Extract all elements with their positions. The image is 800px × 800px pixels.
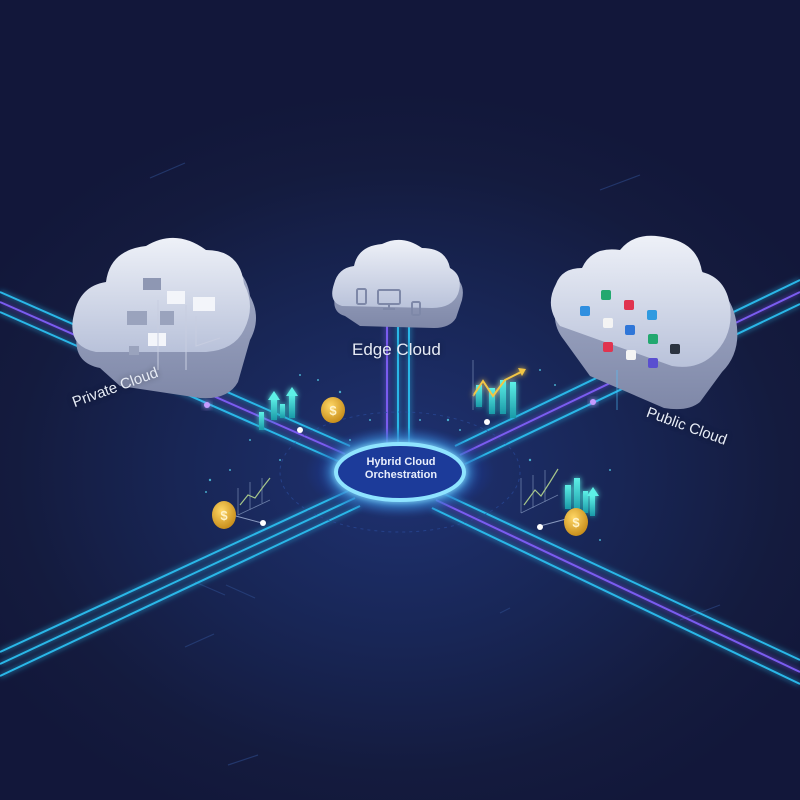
node-dot xyxy=(297,427,303,433)
edge-cloud-shape[interactable] xyxy=(332,239,463,328)
bar-line-chart-icon xyxy=(472,368,526,418)
node-dot xyxy=(204,402,210,408)
orchestration-hub[interactable] xyxy=(279,411,521,533)
particles xyxy=(205,369,611,541)
server-blocks-icon xyxy=(127,278,221,370)
hub-label-line2: Orchestration xyxy=(364,469,438,481)
edge-cloud-label: Edge Cloud xyxy=(352,340,441,359)
svg-text:$: $ xyxy=(329,403,337,418)
line-chart-icon xyxy=(237,477,271,516)
node-dot xyxy=(484,419,490,425)
connector-line xyxy=(231,514,263,524)
dollar-coin-icon: $ xyxy=(212,501,236,529)
dollar-coin-icon: $ xyxy=(564,508,588,536)
bar-chart-up-icon xyxy=(259,387,298,430)
public-cloud-shape[interactable] xyxy=(550,235,738,410)
lower-right-links xyxy=(431,491,800,685)
line-chart-icon xyxy=(520,468,559,514)
dollar-coin-icon: $ xyxy=(321,397,345,423)
hub-label: Hybrid Cloud Orchestration xyxy=(330,456,472,482)
app-tiles-icon xyxy=(580,290,680,368)
node-dot xyxy=(590,399,596,405)
devices-icon xyxy=(356,288,421,316)
hub-label-line1: Hybrid Cloud xyxy=(366,456,436,468)
node-dot xyxy=(537,524,543,530)
svg-text:$: $ xyxy=(572,515,580,530)
private-cloud-shape[interactable] xyxy=(72,237,256,399)
bar-chart-up-icon xyxy=(565,478,599,516)
node-dot xyxy=(260,520,266,526)
edge-cloud-links xyxy=(386,310,410,448)
svg-text:$: $ xyxy=(220,508,228,523)
lower-left-links xyxy=(0,489,361,677)
